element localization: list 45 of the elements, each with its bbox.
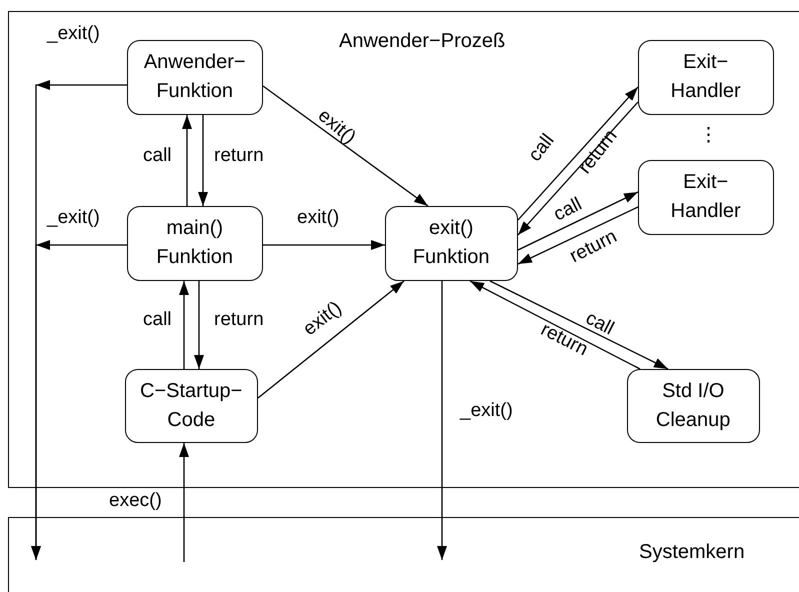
edge-label: exec() [108, 491, 163, 512]
edge-label: call [582, 308, 618, 340]
edge-label: _exit() [46, 24, 101, 45]
arrow [518, 191, 638, 251]
arrow [179, 281, 189, 369]
process-box [638, 40, 774, 115]
node-label: exit() Funktion [412, 216, 491, 270]
node-label: Std I/O Cleanup [654, 378, 732, 433]
edge-label: _exit() [459, 401, 514, 422]
arrow [258, 280, 404, 398]
arrow [262, 85, 428, 207]
process-box [126, 206, 263, 281]
node-label: Anwender− Funktion [142, 50, 247, 104]
region-title: Systemkern [639, 541, 745, 564]
process-box [124, 368, 258, 443]
process-box [126, 40, 263, 115]
edge-label: _exit() [46, 208, 101, 229]
region-band [8, 11, 799, 488]
edge-label: return [566, 226, 622, 268]
arrow [179, 443, 189, 562]
edge-label: exit() [299, 298, 347, 342]
arrow [31, 240, 127, 560]
edge-label: call [550, 194, 586, 227]
region-title: Anwender−Prozeß [339, 30, 506, 53]
node-label: C−Startup− Code [139, 378, 244, 433]
edge-label: call [524, 130, 560, 167]
edge-label: exit() [296, 208, 340, 229]
node-label: Exit− Handler [670, 50, 742, 104]
process-box [638, 160, 774, 235]
arrow [518, 86, 638, 220]
ellipsis-mark: ⋮ [698, 126, 719, 147]
process-box [626, 368, 760, 443]
arrow [194, 281, 204, 369]
arrow [437, 281, 447, 560]
process-box [384, 206, 518, 281]
arrow [518, 102, 638, 236]
region-band [8, 517, 799, 592]
arrow [182, 115, 192, 206]
arrow [198, 115, 208, 206]
arrow [490, 280, 668, 370]
arrow [470, 280, 640, 370]
node-label: Exit− Handler [670, 170, 742, 224]
arrow [263, 240, 385, 250]
arrow [518, 206, 638, 265]
node-label: main() Funktion [155, 216, 234, 270]
